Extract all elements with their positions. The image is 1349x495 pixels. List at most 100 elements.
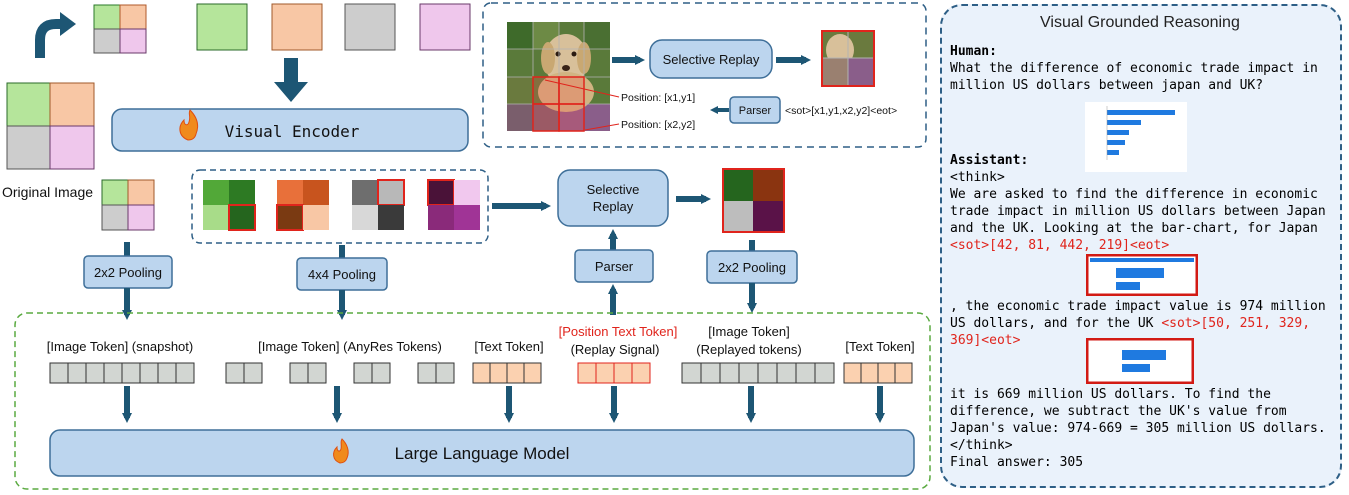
token-label-replayed-1: [Image Token] xyxy=(708,324,789,339)
answer-line-5: , the economic trade impact value is 974… xyxy=(950,299,1326,314)
think-close: </think> xyxy=(950,438,1013,453)
token-label-text-2: [Text Token] xyxy=(845,339,914,354)
token-cell xyxy=(523,362,542,384)
visual-encoder-label: Visual Encoder xyxy=(225,122,360,141)
inset-group xyxy=(482,2,927,148)
inset-position-2: Position: [x2,y2] xyxy=(621,119,695,131)
inset-selective-replay-box xyxy=(649,39,773,79)
llm-group xyxy=(14,312,931,490)
token-cell xyxy=(577,362,597,384)
curved-arrow-head-icon xyxy=(60,12,76,36)
token-arrows xyxy=(122,386,885,423)
answer-line-1: We are asked to find the difference in e… xyxy=(950,187,1318,202)
uk-crop-thumbnail xyxy=(1086,338,1194,384)
answer-line-9: difference, we subtract the UK's value f… xyxy=(950,404,1287,419)
selective-replay-label-1: Selective xyxy=(587,182,640,197)
token-cell xyxy=(877,362,896,384)
answer-sot-uk: <sot>[50, 251, 329, xyxy=(1161,316,1311,331)
original-image-large xyxy=(6,82,95,170)
answer-line-3: and the UK. Looking at the bar-chart, fo… xyxy=(950,221,1318,236)
token-cell xyxy=(417,362,437,384)
token-cell xyxy=(157,362,177,384)
parser-label: Parser xyxy=(595,259,634,274)
token-cell xyxy=(757,362,778,384)
inset-selective-replay-label: Selective Replay xyxy=(663,52,760,67)
original-image-label: Original Image xyxy=(2,184,93,200)
token-cell xyxy=(85,362,105,384)
assistant-label: Assistant: xyxy=(950,153,1029,168)
token-cell xyxy=(795,362,816,384)
parser-box xyxy=(574,249,654,283)
inset-sot-text: <sot>[x1,y1,x2,y2]<eot> xyxy=(785,105,897,117)
answer-line-6: US dollars, and for the UK <sot>[50, 251… xyxy=(950,315,1310,332)
llm-box xyxy=(49,429,915,477)
token-label-snapshot: [Image Token] (snapshot) xyxy=(47,339,193,354)
answer-line-6-text: US dollars, and for the UK xyxy=(950,316,1162,331)
inset-replayed-crop xyxy=(821,30,875,87)
token-strips xyxy=(49,362,913,384)
human-question-line-1: What the difference of economic trade im… xyxy=(950,61,1318,76)
image-quadrants-small-top xyxy=(93,4,147,54)
token-cell xyxy=(776,362,797,384)
fire-icon xyxy=(333,438,349,464)
visual-encoder-box xyxy=(111,108,469,152)
original-image-small xyxy=(101,179,155,231)
token-cell xyxy=(700,362,721,384)
token-label-anyres: [Image Token] (AnyRes Tokens) xyxy=(258,339,442,354)
answer-sot-japan: <sot>[42, 81, 442, 219]<eot> xyxy=(950,238,1170,253)
inset-position-1: Position: [x1,y1] xyxy=(621,92,695,104)
patch-gray xyxy=(344,3,396,51)
token-cell xyxy=(139,362,159,384)
token-label-replay-signal: (Replay Signal) xyxy=(571,342,660,357)
visual-grounded-reasoning-panel: Visual Grounded Reasoning Human: What th… xyxy=(940,4,1342,488)
pooling-2x2-right-label: 2x2 Pooling xyxy=(718,260,786,275)
token-cell xyxy=(67,362,87,384)
token-cell xyxy=(307,362,327,384)
token-cell xyxy=(175,362,195,384)
token-cell xyxy=(595,362,615,384)
anyres-group xyxy=(191,169,489,244)
arrow-down-icon xyxy=(274,82,308,102)
anyres-grid-orange xyxy=(276,180,329,231)
selective-replay-label-2: Replay xyxy=(593,199,634,214)
token-label-replayed-2: (Replayed tokens) xyxy=(696,342,802,357)
human-question-line-2: million US dollars between japan and UK? xyxy=(950,78,1264,93)
token-cell xyxy=(289,362,309,384)
pooling-4x4-label: 4x4 Pooling xyxy=(308,267,376,282)
token-cell xyxy=(814,362,835,384)
token-label-text-1: [Text Token] xyxy=(474,339,543,354)
token-cell xyxy=(860,362,879,384)
token-cell xyxy=(506,362,525,384)
japan-crop-thumbnail xyxy=(1086,254,1198,296)
anyres-grid-green xyxy=(203,180,256,231)
panel-title: Visual Grounded Reasoning xyxy=(1040,14,1240,31)
token-cell xyxy=(121,362,141,384)
fire-icon xyxy=(179,109,199,141)
answer-line-2: trade impact in million US dollars betwe… xyxy=(950,204,1326,219)
human-label: Human: xyxy=(950,44,997,59)
question-chart-thumbnail xyxy=(1085,102,1187,172)
inset-parser-label: Parser xyxy=(739,105,772,117)
token-cell xyxy=(435,362,455,384)
patch-orange xyxy=(271,3,323,51)
token-cell xyxy=(894,362,913,384)
token-cell xyxy=(49,362,69,384)
anyres-grid-pink xyxy=(427,179,480,230)
selective-replay-box xyxy=(557,169,669,227)
final-answer: Final answer: 305 xyxy=(950,455,1084,470)
token-cell xyxy=(225,362,245,384)
token-cell xyxy=(631,362,651,384)
token-cell xyxy=(472,362,491,384)
token-cell xyxy=(738,362,759,384)
token-cell xyxy=(371,362,391,384)
llm-label: Large Language Model xyxy=(395,444,570,463)
token-cell xyxy=(353,362,373,384)
anyres-grid-gray xyxy=(352,179,405,230)
inset-parser-box xyxy=(729,96,781,124)
curved-arrow-icon xyxy=(35,19,62,58)
pooling-2x2-left-label: 2x2 Pooling xyxy=(94,265,162,280)
replayed-image-grid xyxy=(722,168,785,233)
answer-line-8: it is 669 million US dollars. To find th… xyxy=(950,387,1271,402)
token-cell xyxy=(489,362,508,384)
